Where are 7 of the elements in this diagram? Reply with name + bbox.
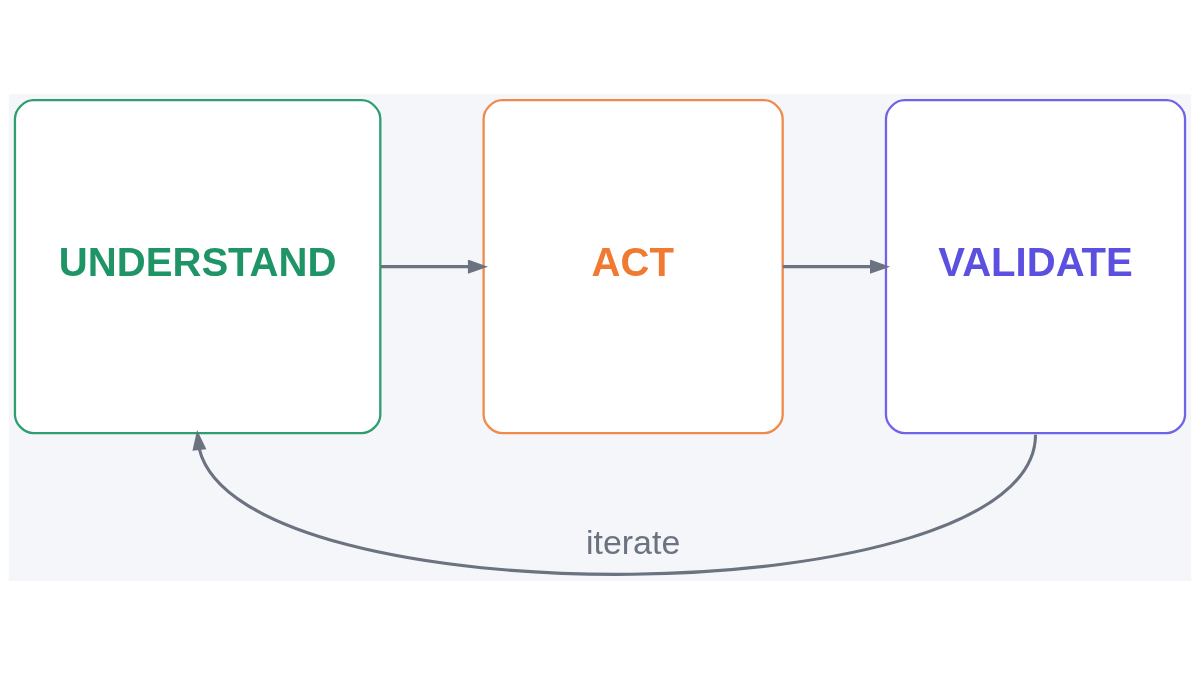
arrow xyxy=(192,430,1037,576)
arrow xyxy=(782,259,891,274)
node-box: UNDERSTAND xyxy=(13,99,382,435)
node-box: VALIDATE xyxy=(884,99,1187,435)
arrow xyxy=(380,259,488,274)
node-box: ACT xyxy=(482,99,784,435)
edge-label: iterate xyxy=(586,523,681,562)
